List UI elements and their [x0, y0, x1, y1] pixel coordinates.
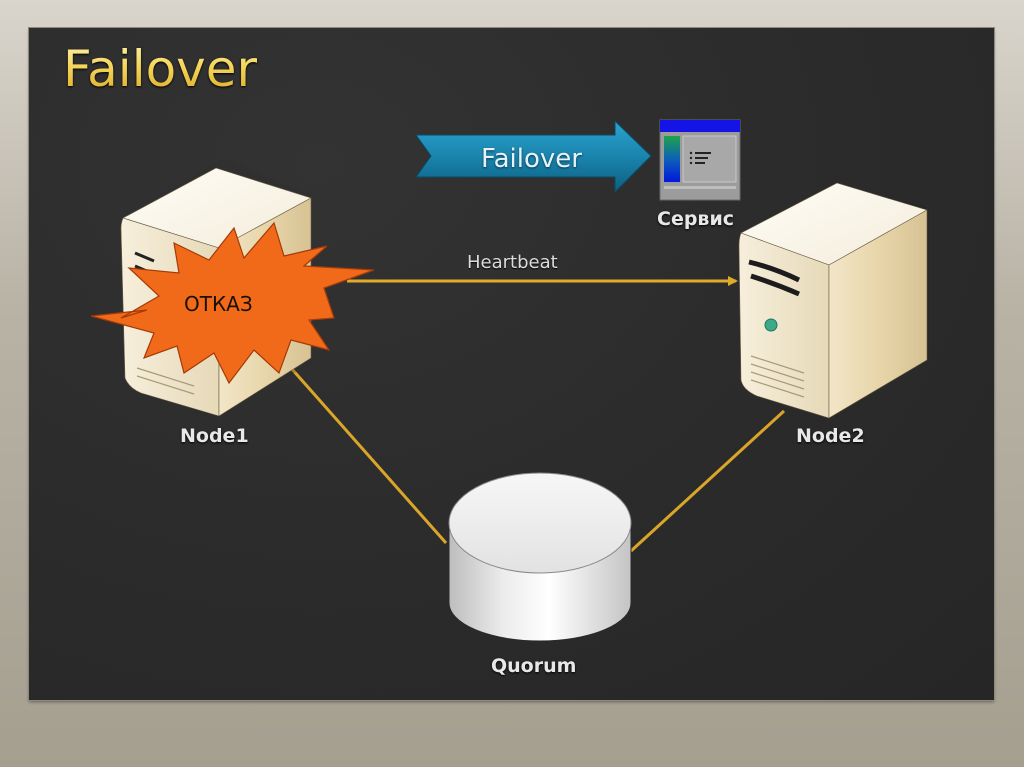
service-label: Сервис — [657, 208, 735, 230]
link-node1-quorum — [289, 367, 448, 544]
quorum-label: Quorum — [491, 655, 577, 677]
node2-server-icon — [738, 182, 929, 419]
failure-starburst-icon — [90, 221, 375, 385]
failure-badge-label: ОТКАЗ — [184, 292, 253, 316]
heartbeat-label: Heartbeat — [467, 252, 558, 273]
link-node2-quorum — [629, 409, 786, 553]
failover-arrow-icon — [415, 119, 652, 194]
node1-label: Node1 — [180, 425, 249, 447]
failover-arrow-label: Failover — [481, 144, 582, 174]
slide: Failover — [29, 28, 994, 700]
service-window-icon — [659, 119, 741, 201]
node2-label: Node2 — [796, 425, 865, 447]
diagram-canvas — [90, 119, 929, 642]
quorum-disk-icon — [448, 472, 632, 642]
slide-title: Failover — [63, 40, 258, 98]
